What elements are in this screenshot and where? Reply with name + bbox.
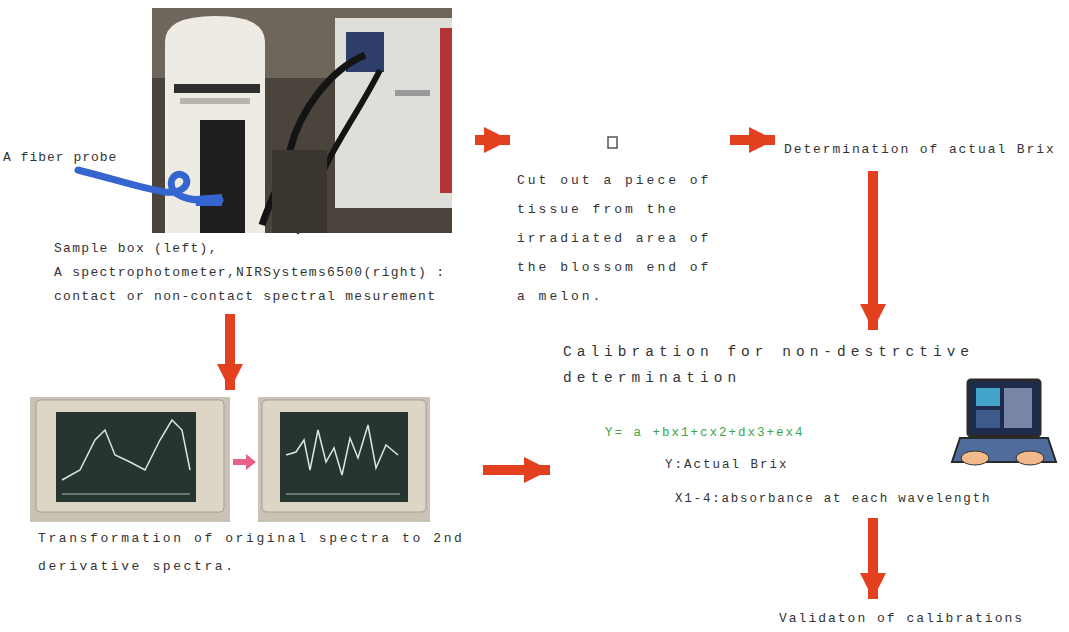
step-detail: A spectrophotometer,NIRSystems6500(right… [54,261,470,309]
step-text: Calibration for non-destrctive determina… [563,339,1015,391]
transformation-step: Transformation of original spectra to 2n… [30,395,478,585]
calibration-step: Calibration for non-destrctive determina… [555,335,1015,513]
spectrophotometer-photo [152,8,452,233]
step-text: Cut out a piece of tissue from the irrad… [517,166,725,311]
flow-arrow [225,314,235,390]
monitor-original-spectra [30,397,230,522]
step-text: Sample box (left), [54,237,470,261]
flow-arrow [868,171,878,330]
flow-arrow [475,135,510,145]
step-detail: Y= a +bx1+cx2+dx3+ex4 [605,423,1015,443]
step-text: Transformation of original spectra to 2n… [38,525,478,581]
sampling-step: Cut out a piece of tissue from the irrad… [515,130,725,311]
step-text: Determination of actual Brix [784,138,1062,162]
flow-arrow [868,518,878,599]
step-text: Validaton of calibrations [779,608,1063,630]
laptop-clipart [952,380,1056,465]
flow-arrow [483,465,550,475]
fiber-probe [78,170,222,206]
transform-arrow [233,454,256,470]
validation-step: Validaton of calibrations [775,604,1063,632]
brix-step: Determination of actual Brix [780,132,1062,166]
part-label: A fiber probe [3,150,117,165]
step-detail: X1-4:absorbance at each wavelength [675,489,1015,509]
step-detail: Y:Actual Brix [665,455,1015,475]
monitor-derivative-spectra [258,397,430,522]
flow-arrow [730,135,775,145]
tissue-icon [608,137,617,148]
